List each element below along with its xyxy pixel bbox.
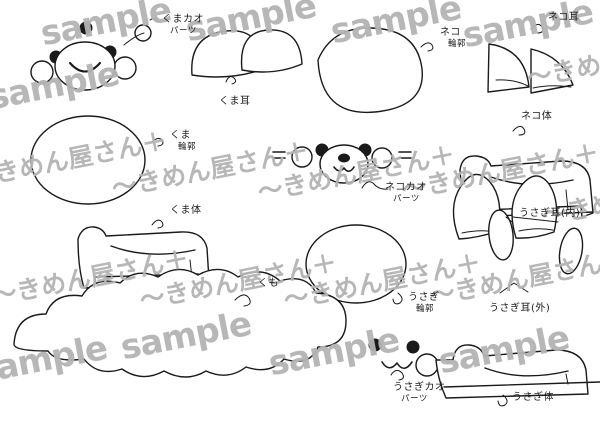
part-label-cat-outline: ネコ輪郭 — [440, 27, 466, 49]
part-label-line1: ネコカオ — [385, 182, 427, 193]
bear-mouth[interactable] — [68, 61, 102, 73]
cat-nose[interactable] — [338, 153, 350, 163]
part-label-line2: パーツ — [401, 394, 428, 404]
cloud-hook — [234, 294, 251, 307]
cat-muzzle[interactable] — [319, 144, 369, 184]
rabbit-face-parts-group[interactable] — [368, 338, 439, 381]
bear-outline-shape[interactable] — [30, 115, 164, 205]
part-label-line1: ネコ体 — [521, 111, 553, 122]
part-label-line1: くま耳 — [219, 96, 251, 107]
bear-ear-right[interactable] — [240, 29, 303, 73]
cat-ear-right-inner — [532, 85, 572, 89]
cat-cheek-right[interactable] — [371, 147, 393, 169]
rabbit-body-shape[interactable] — [435, 344, 600, 407]
part-label-rabbit-outline: うさぎ輪郭 — [408, 292, 440, 314]
part-label-rabbit-face-parts: うさぎカオパーツ — [393, 382, 446, 404]
cat-whisker-right[interactable] — [398, 151, 412, 159]
cat-ears-hook — [530, 23, 544, 34]
rabbit-outline-shape[interactable] — [305, 224, 407, 305]
rabbit-ear-outer-right-base — [518, 228, 554, 232]
part-label-cat-body: ネコ体 — [521, 111, 552, 123]
part-label-rabbit-body: うさぎ体 — [512, 392, 554, 404]
part-label-line1: ネコ — [440, 27, 461, 38]
rabbit-head-outline[interactable] — [305, 224, 407, 304]
rabbit-sweater-collar — [484, 367, 569, 377]
part-label-line1: くまカオ — [162, 14, 204, 25]
bear-ears-group[interactable] — [191, 29, 303, 85]
rabbit-ear-outer-leader — [499, 282, 529, 294]
bear-head-outline[interactable] — [30, 115, 146, 205]
cat-head-outline[interactable] — [317, 27, 423, 114]
bear-ears-hook — [225, 76, 237, 85]
cat-face-parts-leader — [361, 181, 389, 190]
rabbit-eye-left[interactable] — [368, 338, 382, 352]
part-label-line2: パーツ — [393, 194, 420, 204]
rabbit-ear-outer-right[interactable] — [511, 175, 558, 239]
part-label-line1: くま体 — [170, 205, 202, 216]
cat-outline-hook — [420, 42, 434, 52]
part-label-line1: うさぎ耳(外) — [489, 303, 551, 314]
rabbit-sweater-hem — [443, 381, 600, 388]
rabbit-sweater-fold — [565, 373, 569, 385]
rabbit-ears-group[interactable] — [452, 173, 586, 294]
bear-sweater-collar — [110, 245, 196, 255]
cat-ear-left-inner — [495, 79, 529, 87]
part-label-line2: 輪郭 — [416, 304, 435, 314]
cat-ears-group[interactable] — [487, 23, 574, 94]
rabbit-ear-outer-left[interactable] — [452, 173, 501, 240]
cat-body-hook — [512, 125, 526, 136]
bear-muzzle[interactable] — [54, 41, 116, 91]
part-label-line1: ネコ耳 — [548, 12, 580, 23]
cloud-shape[interactable] — [13, 268, 347, 378]
cat-outline-shape[interactable] — [317, 27, 434, 114]
part-label-line1: くも — [258, 278, 279, 289]
cat-cheek-left[interactable] — [291, 146, 313, 168]
cloud-outline[interactable] — [13, 268, 347, 378]
part-label-line1: うさぎ体 — [512, 392, 554, 403]
part-label-bear-outline: くま輪郭 — [170, 130, 196, 152]
rabbit-mouth[interactable] — [381, 361, 413, 370]
part-label-line2: パーツ — [170, 26, 197, 36]
bear-face-parts-hook — [149, 17, 159, 23]
cat-ear-right[interactable] — [530, 48, 574, 94]
part-label-line1: うさぎ — [408, 292, 440, 303]
cat-sweater-fold — [565, 189, 569, 211]
bear-face-parts-group[interactable] — [30, 17, 159, 91]
rabbit-outline-hook — [392, 292, 403, 305]
bear-face-parts-leader — [123, 32, 145, 46]
part-label-bear-ears: くま耳 — [219, 96, 251, 108]
rabbit-ear-inner-leader — [505, 216, 559, 223]
part-label-cat-ears: ネコ耳 — [548, 12, 579, 24]
part-label-line2: 輪郭 — [448, 39, 467, 49]
part-label-cat-face-parts: ネコカオパーツ — [385, 182, 427, 204]
bear-body-hook — [151, 219, 164, 229]
part-label-line1: くま — [170, 130, 191, 141]
rabbit-face-parts-hook — [390, 369, 404, 381]
rabbit-eye-right[interactable] — [406, 340, 420, 354]
bear-cheek-left[interactable] — [30, 60, 54, 84]
cat-whisker-left[interactable] — [272, 151, 286, 159]
rabbit-ear-inner-left[interactable] — [486, 209, 515, 261]
part-label-line1: うさぎ耳(内) — [519, 208, 581, 219]
rabbit-ear-inner-right[interactable] — [556, 226, 586, 275]
cat-mouth[interactable] — [333, 166, 355, 173]
part-label-rabbit-ear-outer: うさぎ耳(外) — [489, 303, 550, 315]
bear-outline-hook — [151, 137, 164, 147]
part-label-line1: うさぎカオ — [393, 382, 446, 393]
part-label-rabbit-ear-inner: うさぎ耳(内) — [519, 208, 580, 220]
part-label-line2: 輪郭 — [178, 142, 197, 152]
rabbit-body-hook — [497, 394, 508, 407]
rabbit-sweater[interactable] — [435, 344, 589, 399]
part-label-bear-face-parts: くまカオパーツ — [162, 14, 204, 36]
part-label-cloud: くも — [258, 278, 279, 290]
cat-face-parts-group[interactable] — [272, 143, 412, 190]
bear-nose[interactable] — [79, 21, 93, 35]
part-label-bear-body: くま体 — [170, 205, 202, 217]
